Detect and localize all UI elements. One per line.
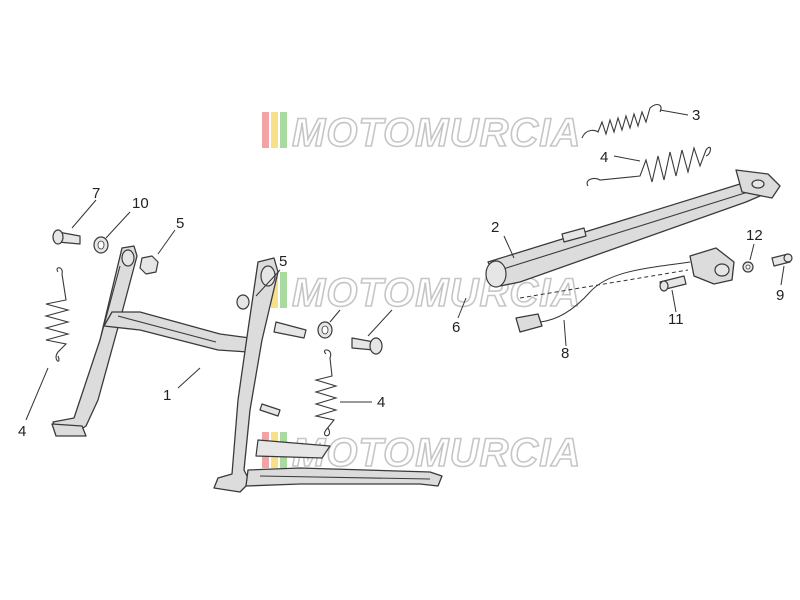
leader-2 [503, 235, 515, 259]
switch-hole [714, 263, 730, 277]
leader-washer [329, 309, 341, 323]
leader-lines [25, 109, 785, 421]
center-stand-right-leg [213, 257, 279, 493]
wm-stripe-yellow [271, 112, 278, 148]
leader-11 [671, 289, 677, 313]
callout-5-center: 5 [279, 253, 287, 270]
switch-bolt-head [659, 280, 669, 292]
center-stand[interactable] [51, 245, 443, 493]
leader-7 [71, 199, 97, 229]
leader-1 [177, 367, 201, 389]
side-stand-switch[interactable] [515, 247, 735, 333]
callout-8: 8 [561, 345, 569, 362]
bolt-center[interactable] [351, 337, 383, 355]
spring-4-top-coil [586, 146, 712, 187]
pivot-hole-left [121, 249, 135, 267]
side-stand[interactable] [485, 169, 781, 288]
side-stand-foot-hole [751, 179, 765, 189]
nut-5-left-body [139, 255, 159, 275]
leader-4-top [613, 155, 641, 162]
center-stand-left-foot [51, 423, 87, 437]
switch-wire [539, 261, 691, 323]
callout-labels: 3 4 2 6 8 11 12 9 7 10 5 5 1 4 4 [18, 107, 784, 440]
callout-9: 9 [776, 287, 784, 304]
watermark-text: MOTOMURCIA [292, 111, 581, 155]
bolt-7-head [52, 229, 64, 245]
wm-stripe-yellow [271, 272, 278, 308]
callout-5-left: 5 [176, 215, 184, 232]
callout-4-top: 4 [600, 149, 608, 166]
center-stand-tab [273, 321, 307, 339]
center-stand-gusset [255, 439, 331, 459]
bolt-7[interactable] [52, 229, 81, 245]
edge-line [99, 265, 121, 341]
side-stand-pivot [485, 260, 507, 288]
washer-5-center[interactable] [236, 294, 250, 310]
screw-9[interactable] [771, 253, 793, 267]
leader-12 [749, 243, 755, 261]
callout-2: 2 [491, 219, 499, 236]
washer-5-center-outer [236, 294, 250, 310]
spring-3[interactable] [581, 103, 662, 139]
leader-5-center [255, 269, 281, 297]
leader-5-left [157, 229, 176, 255]
callout-10: 10 [132, 195, 149, 212]
nut-5-left[interactable] [139, 255, 159, 275]
edge-line [259, 475, 431, 480]
watermark-top: MOTOMURCIA [262, 110, 581, 156]
leader-6 [457, 297, 467, 319]
center-stand-left-leg [52, 245, 138, 431]
leader-4-left [25, 367, 49, 421]
wm-stripe-green [280, 272, 287, 308]
edge-line [499, 191, 749, 271]
leader-10 [105, 211, 131, 239]
leader-9 [780, 265, 785, 286]
washer-10[interactable] [93, 236, 109, 254]
washer-center-2-inner [321, 325, 329, 335]
assembly-guide-line [519, 269, 689, 299]
callout-4-left: 4 [18, 423, 26, 440]
bolt-center-head [369, 337, 383, 355]
callout-7: 7 [92, 185, 100, 202]
watermark-text: MOTOMURCIA [292, 271, 581, 315]
spring-pin [259, 403, 281, 417]
callout-4-center: 4 [377, 394, 385, 411]
switch-bolt[interactable] [659, 275, 687, 292]
callout-11: 11 [668, 311, 684, 328]
spring-4-top[interactable] [586, 146, 712, 187]
leader-3 [659, 109, 689, 116]
washer-center-2[interactable] [317, 321, 333, 339]
spring-3-coil [581, 103, 662, 139]
washer-10-inner [97, 240, 105, 250]
callout-3: 3 [692, 107, 700, 124]
screw-9-head [783, 253, 793, 263]
wm-stripe-red [262, 112, 269, 148]
callout-12: 12 [746, 227, 763, 244]
spring-4-left-coil [43, 267, 71, 362]
leader-bolt [367, 309, 393, 337]
side-stand-peg [561, 227, 587, 243]
wm-stripe-green [280, 112, 287, 148]
wire-connector [515, 313, 543, 333]
edge-line [117, 315, 217, 343]
leader-8 [563, 319, 567, 347]
spring-4-left[interactable] [43, 267, 71, 362]
spring-4-center-coil [313, 349, 338, 437]
watermark-bottom: MOTOMURCIA [262, 430, 581, 476]
spring-4-center[interactable] [313, 349, 338, 437]
washer-inner [745, 264, 751, 270]
watermark-text: MOTOMURCIA [292, 431, 581, 475]
callout-1: 1 [163, 387, 171, 404]
callout-6: 6 [452, 319, 460, 336]
washer-12[interactable] [742, 261, 754, 273]
